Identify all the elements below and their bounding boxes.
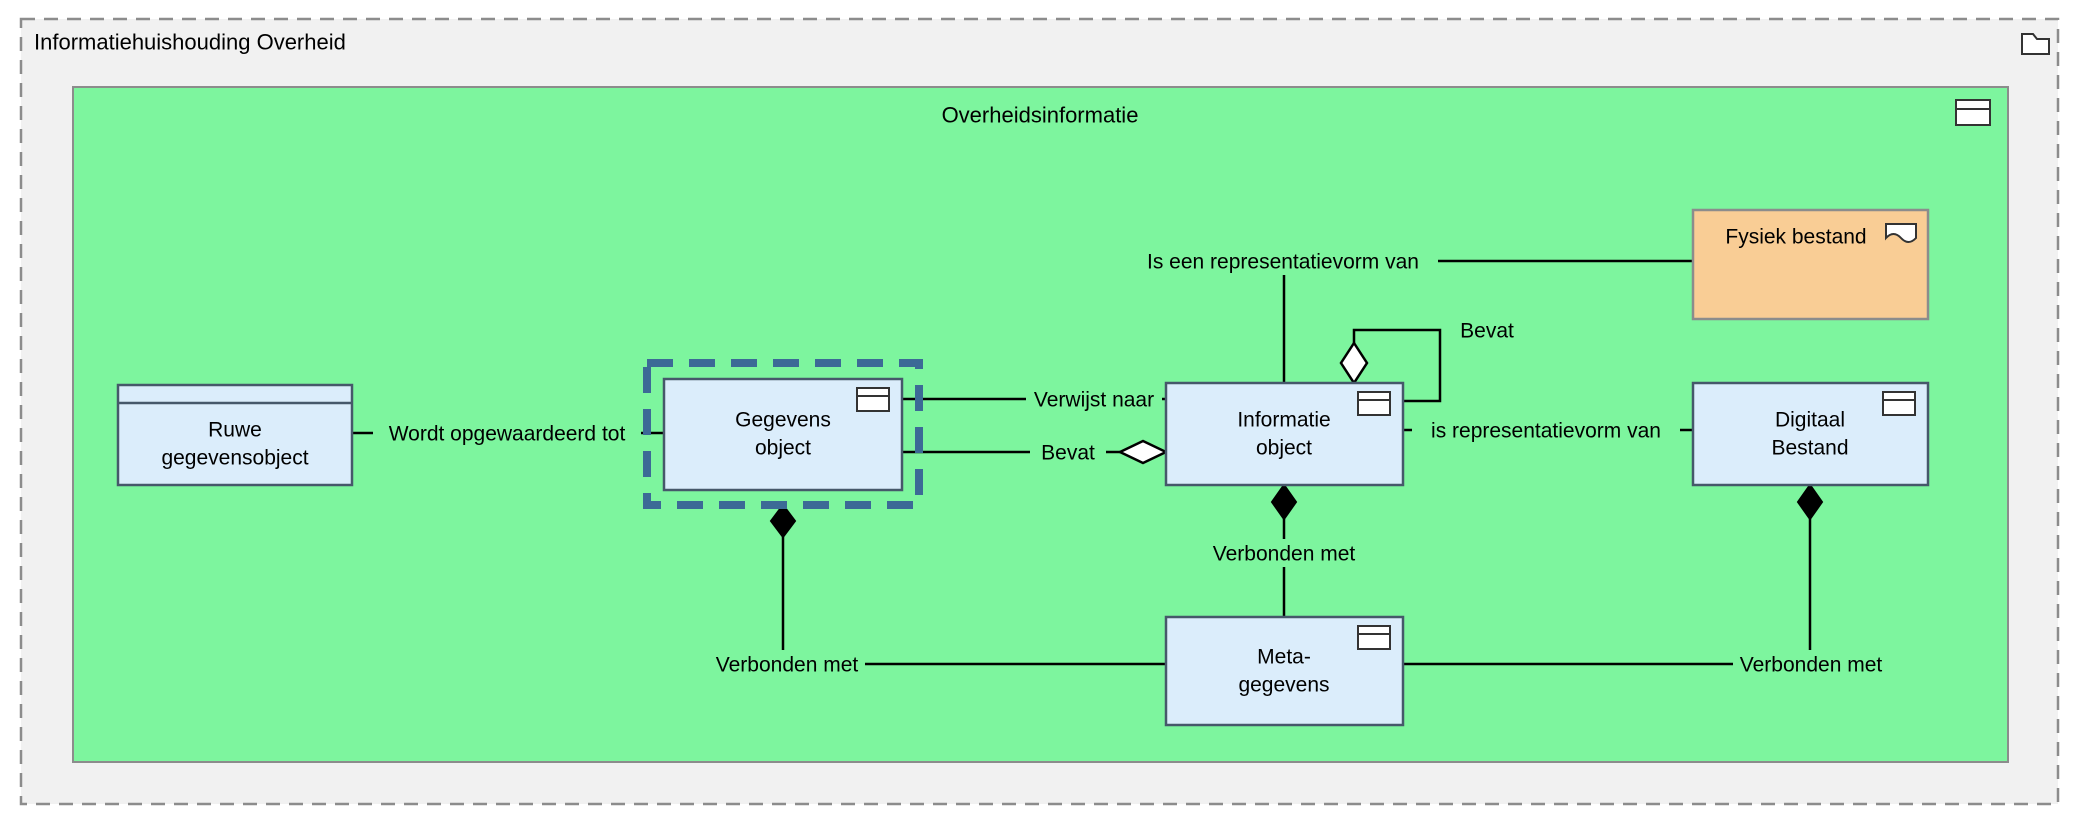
svg-text:Wordt opgewaardeerd tot: Wordt opgewaardeerd tot [389, 423, 626, 446]
composition-diamond-icon [769, 503, 797, 539]
svg-text:Verbonden met: Verbonden met [1213, 543, 1356, 566]
relationship-label-verbonden-met-midden: Verbonden met [1206, 539, 1362, 567]
relationship-line [1352, 328, 1442, 403]
node-label: Informatie [1237, 409, 1330, 432]
node-digitaal-bestand[interactable]: Digitaal Bestand [1691, 381, 1930, 487]
relationship-verbonden-met-midden[interactable] [1270, 483, 1298, 617]
composition-diamond-icon [1796, 483, 1824, 521]
composition-diamond-icon [1270, 483, 1298, 521]
svg-text:Verbonden met: Verbonden met [1740, 654, 1883, 677]
node-label: Bestand [1771, 437, 1848, 460]
relationship-label-wordt-opgewaardeerd-tot: Wordt opgewaardeerd tot [373, 419, 641, 447]
svg-text:Verwijst naar: Verwijst naar [1034, 389, 1154, 412]
relationship-label-bevat: Bevat [1030, 438, 1106, 466]
node-label: Ruwe [208, 419, 262, 442]
node-fysiek-bestand[interactable]: Fysiek bestand [1691, 208, 1930, 321]
folder-icon [2021, 33, 2050, 55]
node-ruwe-gegevensobject[interactable]: Ruwe gegevensobject [116, 383, 354, 487]
node-label: object [1256, 437, 1312, 460]
data-object-icon [1357, 391, 1391, 416]
node-label: Digitaal [1775, 409, 1845, 432]
node-label: gegevensobject [161, 447, 308, 470]
node-gegevens-object[interactable]: Gegevens object [643, 359, 923, 509]
svg-text:Is een representatievorm van: Is een representatievorm van [1147, 251, 1419, 274]
node-label: Gegevens [735, 409, 831, 432]
relationship-label-verwijst-naar: Verwijst naar [1026, 385, 1162, 413]
relationship-label-bevat-self: Bevat [1448, 316, 1526, 344]
relationship-label-is-representatievorm-van: is representatievorm van [1412, 416, 1680, 444]
node-label: object [755, 437, 811, 460]
svg-text:is representatievorm van: is representatievorm van [1431, 420, 1661, 443]
node-meta-gegevens[interactable]: Meta- gegevens [1164, 615, 1405, 727]
selection-outline [643, 359, 923, 509]
node-informatie-object[interactable]: Informatie object [1164, 381, 1405, 487]
relationship-label-is-een-representatievorm-van: Is een representatievorm van [1128, 247, 1438, 275]
data-object-icon [856, 387, 890, 412]
relationship-label-verbonden-met-rechts: Verbonden met [1733, 650, 1889, 678]
node-label: gegevens [1238, 674, 1329, 697]
svg-text:Verbonden met: Verbonden met [716, 654, 859, 677]
data-object-icon [1955, 99, 1991, 126]
svg-text:Bevat: Bevat [1041, 442, 1095, 465]
data-object-icon [1882, 391, 1916, 416]
outer-group-title: Informatiehuishouding Overheid [34, 30, 346, 55]
svg-text:Bevat: Bevat [1460, 320, 1514, 343]
relationship-bevat-self[interactable] [1339, 328, 1442, 403]
node-label: Fysiek bestand [1725, 226, 1866, 249]
inner-group-title: Overheidsinformatie [942, 103, 1139, 128]
node-label: Meta- [1257, 646, 1311, 669]
node-border [1164, 381, 1405, 487]
relationship-label-verbonden-met-links: Verbonden met [709, 650, 865, 678]
deliverable-icon [1885, 223, 1917, 243]
node-border [116, 383, 354, 487]
data-object-icon [1357, 625, 1391, 650]
